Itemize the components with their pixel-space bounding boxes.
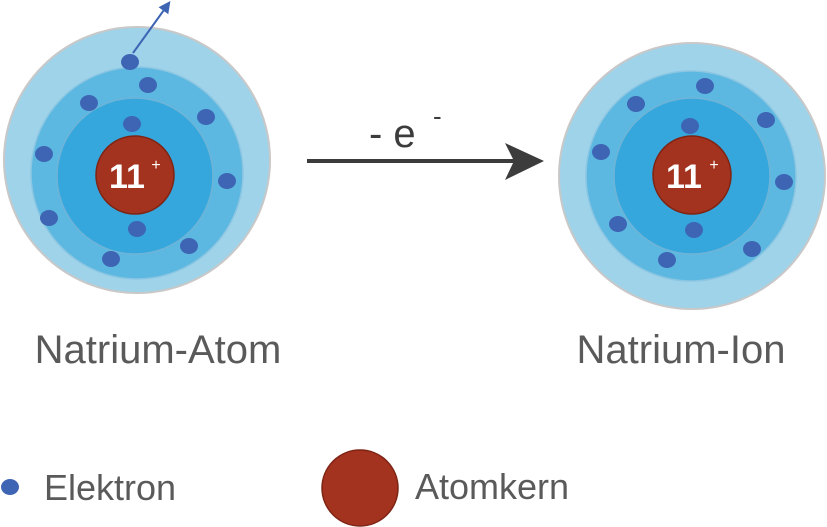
electron	[609, 216, 627, 232]
electron	[218, 173, 236, 189]
electron-loss-superscript: -	[433, 101, 442, 131]
legend-electron-icon	[1, 479, 19, 495]
electron	[592, 144, 610, 160]
electron-loss-label: - e	[369, 112, 416, 156]
atom-label: Natrium-Atom	[35, 328, 282, 372]
electron	[627, 96, 645, 112]
electron	[139, 77, 157, 93]
electron	[80, 95, 98, 111]
legend-nucleus-label: Atomkern	[415, 466, 569, 507]
nucleus	[652, 135, 732, 215]
electron	[123, 116, 141, 132]
electron	[197, 109, 215, 125]
nucleus-charge: 11	[666, 158, 702, 196]
nucleus	[95, 135, 175, 215]
legend-nucleus-icon	[321, 449, 399, 527]
nucleus-charge-sign: +	[151, 157, 160, 174]
sodium-ion: 11 +	[558, 42, 826, 310]
electron	[102, 251, 120, 267]
sodium-atom: 11 +	[3, 1, 271, 294]
reaction-arrow-group: - e -	[307, 101, 544, 180]
electron	[743, 241, 761, 257]
electron	[685, 222, 703, 238]
electron	[128, 221, 146, 237]
electron	[40, 210, 58, 226]
electron	[696, 78, 714, 94]
legend-electron-label: Elektron	[44, 467, 176, 508]
electron	[681, 118, 699, 134]
escape-arrow	[132, 1, 171, 54]
electron	[658, 252, 676, 268]
nucleus-charge-sign: +	[709, 157, 718, 174]
electron	[121, 54, 139, 70]
electron	[757, 112, 775, 128]
reaction-arrow-head	[505, 143, 544, 180]
legend: Elektron Atomkern	[1, 449, 569, 527]
electron	[775, 174, 793, 190]
electron	[35, 146, 53, 162]
ion-label: Natrium-Ion	[577, 328, 786, 372]
electron	[180, 238, 198, 254]
nucleus-charge: 11	[109, 158, 145, 196]
